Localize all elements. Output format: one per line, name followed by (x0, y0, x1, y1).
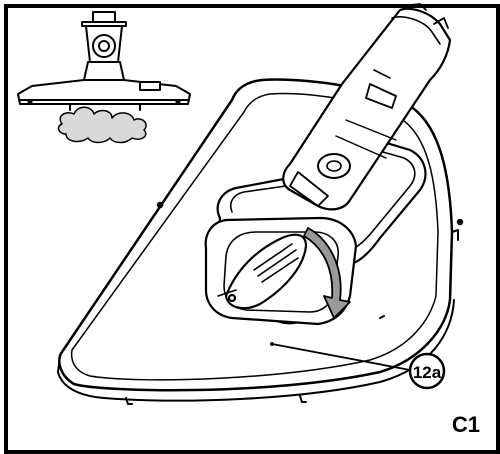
callout-leader (271, 343, 411, 371)
callout-text: 12a (413, 363, 442, 382)
mop-neck (282, 3, 452, 211)
figure-label: C1 (451, 412, 480, 437)
inset-front-view (17, 11, 191, 144)
callout-12a: 12a (408, 352, 446, 390)
